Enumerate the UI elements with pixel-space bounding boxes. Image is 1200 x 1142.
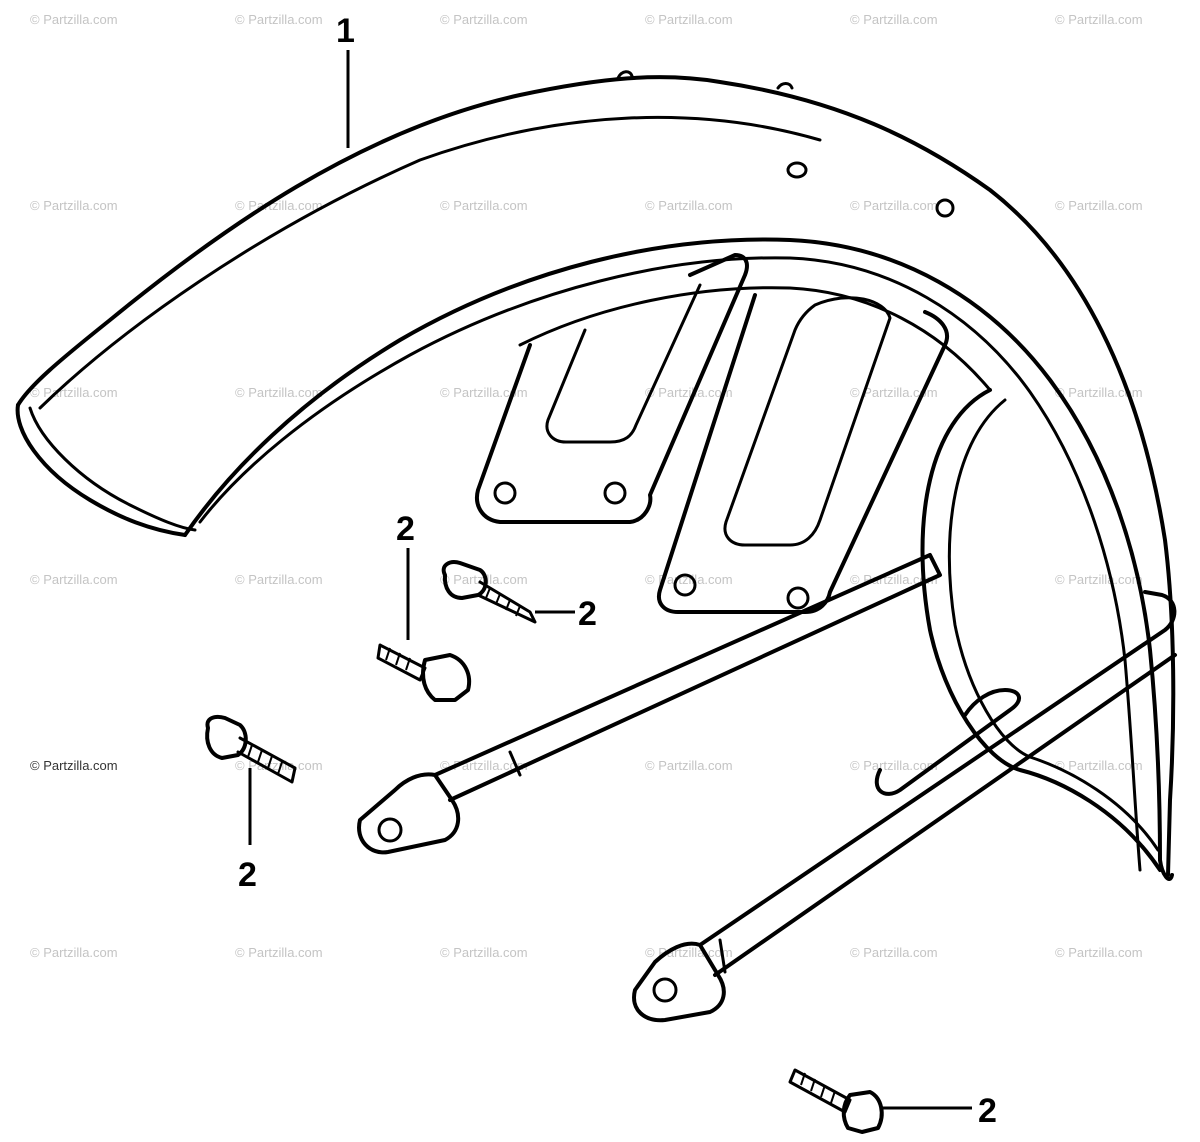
fender-stay-rear: [357, 553, 942, 855]
watermark-text: © Partzilla.com: [645, 572, 733, 587]
watermark-text: © Partzilla.com: [850, 12, 938, 27]
callout-leader-lines: [248, 50, 972, 1110]
flange-bolt-lower[interactable]: [788, 1068, 884, 1134]
watermark-text: © Partzilla.com: [440, 198, 528, 213]
watermark-text: © Partzilla.com: [1055, 758, 1143, 773]
watermark-text: © Partzilla.com: [645, 945, 733, 960]
callout-2-bolt-b: 2: [578, 595, 597, 633]
fender-stay-front: [632, 590, 1177, 1023]
watermark-text: © Partzilla.com: [850, 758, 938, 773]
watermark-text: © Partzilla.com: [850, 385, 938, 400]
watermark-text: © Partzilla.com: [30, 12, 118, 27]
flange-bolt-left[interactable]: [205, 714, 297, 784]
callout-2-bolt-a: 2: [396, 510, 415, 548]
watermark-text: © Partzilla.com: [440, 385, 528, 400]
watermark-text: © Partzilla.com: [1055, 572, 1143, 587]
watermark-text: © Partzilla.com: [440, 945, 528, 960]
watermark-text: © Partzilla.com: [30, 758, 118, 773]
front-fender[interactable]: [15, 70, 1176, 881]
fender-bracket-left: [475, 253, 749, 524]
watermark-text: © Partzilla.com: [30, 945, 118, 960]
watermark-text: © Partzilla.com: [1055, 198, 1143, 213]
watermark-text: © Partzilla.com: [645, 12, 733, 27]
watermark-text: © Partzilla.com: [30, 198, 118, 213]
watermark-text: © Partzilla.com: [1055, 12, 1143, 27]
callout-1-fender: 1: [336, 12, 355, 50]
watermark-text: © Partzilla.com: [235, 385, 323, 400]
watermark-text: © Partzilla.com: [850, 945, 938, 960]
flange-bolt-upper[interactable]: [441, 560, 537, 624]
watermark-text: © Partzilla.com: [235, 12, 323, 27]
callout-2-bolt-d: 2: [978, 1092, 997, 1130]
watermark-text: © Partzilla.com: [235, 945, 323, 960]
watermark-text: © Partzilla.com: [235, 572, 323, 587]
watermark-text: © Partzilla.com: [645, 385, 733, 400]
watermark-text: © Partzilla.com: [1055, 385, 1143, 400]
watermark-text: © Partzilla.com: [645, 198, 733, 213]
fender-bracket-right: [657, 293, 949, 614]
watermark-text: © Partzilla.com: [850, 198, 938, 213]
watermark-text: © Partzilla.com: [1055, 945, 1143, 960]
watermark-text: © Partzilla.com: [30, 572, 118, 587]
watermark-text: © Partzilla.com: [850, 572, 938, 587]
flange-bolt-middle[interactable]: [376, 643, 471, 702]
watermark-text: © Partzilla.com: [440, 12, 528, 27]
callout-2-bolt-c: 2: [238, 856, 257, 894]
watermark-text: © Partzilla.com: [645, 758, 733, 773]
